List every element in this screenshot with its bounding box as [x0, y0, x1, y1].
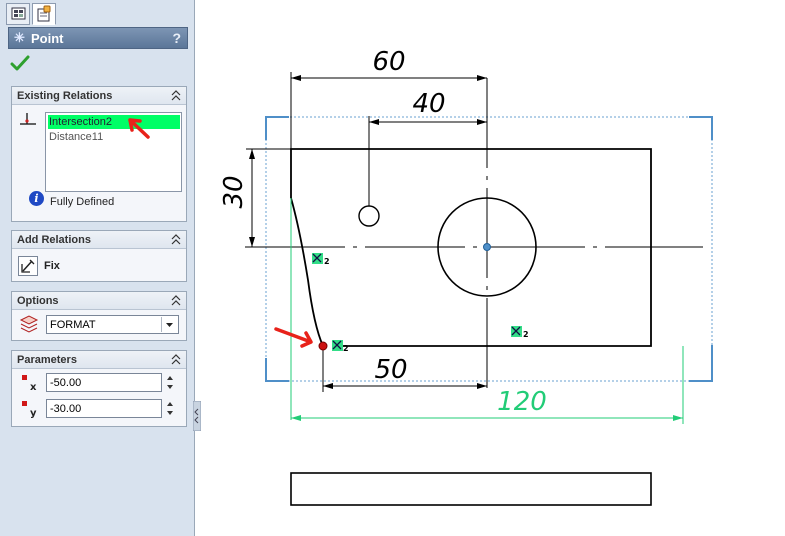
annotation-arrow-icon	[274, 327, 313, 348]
svg-text:2: 2	[324, 257, 330, 266]
property-manager-panel: ✳ Point ? Existing Relations Intersectio…	[0, 0, 195, 536]
existing-relations-list[interactable]: Intersection2 Distance11	[45, 112, 182, 192]
existing-relations-header[interactable]: Existing Relations	[12, 87, 186, 105]
parameters-title: Parameters	[17, 354, 77, 366]
layer-select-value: FORMAT	[50, 319, 96, 331]
chevron-down-icon[interactable]	[161, 317, 177, 332]
y-coordinate-input[interactable]: -30.00	[46, 399, 162, 418]
relation-item-distance[interactable]: Distance11	[49, 131, 104, 143]
dimension-30-text: 30	[219, 175, 249, 208]
dimension-60-text: 60	[372, 47, 405, 77]
add-relations-header[interactable]: Add Relations	[12, 231, 186, 249]
help-button[interactable]: ?	[172, 30, 181, 46]
large-circle[interactable]	[437, 197, 537, 297]
propertymanager-header: ✳ Point ?	[8, 27, 188, 49]
options-header[interactable]: Options	[12, 292, 186, 310]
featuremanager-tree-icon	[11, 7, 26, 20]
ok-checkmark-icon[interactable]	[10, 54, 30, 72]
sketch-spline[interactable]	[290, 197, 324, 347]
sketch-bounding-frame	[265, 116, 713, 382]
dimension-50-text: 50	[374, 355, 407, 385]
frame-corner-brackets	[265, 116, 713, 382]
info-icon: i	[29, 191, 44, 206]
parameters-groupbox: Parameters x -50.00 y -30.00	[11, 350, 187, 427]
x-coordinate-input[interactable]: -50.00	[46, 373, 162, 392]
selected-sketch-point[interactable]	[318, 341, 328, 351]
relation-marker[interactable]: 2	[312, 253, 330, 266]
y-axis-label: y	[30, 408, 37, 419]
dimension-50[interactable]: 50	[322, 346, 487, 392]
relation-marker[interactable]: 2	[332, 340, 349, 353]
point-asterisk-icon: ✳	[14, 30, 25, 45]
existing-relations-title: Existing Relations	[17, 90, 113, 102]
y-spin-arrows[interactable]	[164, 399, 176, 418]
circle-center-point[interactable]	[483, 243, 491, 251]
layers-icon	[19, 315, 39, 333]
collapse-chevron-icon[interactable]	[171, 295, 181, 306]
svg-text:2: 2	[523, 330, 529, 339]
options-title: Options	[17, 295, 59, 307]
lower-rectangle[interactable]	[290, 472, 652, 506]
propertymanager-icon	[37, 5, 51, 22]
dimension-40[interactable]: 40	[368, 89, 487, 206]
relation-marker[interactable]: 2	[511, 326, 529, 339]
y-coordinate-icon: y	[22, 401, 37, 419]
relation-perpendicular-icon	[20, 113, 36, 125]
dimension-120[interactable]: 120	[291, 346, 684, 424]
collapse-chevron-icon[interactable]	[171, 354, 181, 365]
annotation-arrow-icon	[128, 118, 150, 139]
add-relations-title: Add Relations	[17, 234, 91, 246]
status-text: Fully Defined	[50, 196, 115, 208]
relation-item-intersection[interactable]: Intersection2	[48, 115, 180, 129]
fix-anchor-icon	[21, 259, 35, 273]
svg-text:2: 2	[343, 344, 349, 353]
small-circle[interactable]	[358, 205, 380, 227]
layer-select[interactable]: FORMAT	[46, 315, 179, 334]
options-groupbox: Options FORMAT	[11, 291, 187, 341]
page-title: Point	[31, 31, 64, 46]
x-axis-label: x	[30, 382, 37, 393]
graphics-area[interactable]: 60 40 30 50 120 2 2 2	[195, 0, 785, 536]
panel-splitter-grip[interactable]	[193, 401, 201, 431]
dimension-40-text: 40	[412, 89, 445, 119]
fix-relation-button[interactable]	[18, 256, 38, 276]
tab-featuremanager[interactable]	[6, 3, 30, 25]
tab-propertymanager[interactable]	[32, 3, 56, 25]
dimension-60[interactable]: 60	[290, 47, 487, 149]
x-coordinate-icon: x	[22, 375, 37, 393]
collapse-chevron-icon[interactable]	[171, 90, 181, 101]
add-relations-groupbox: Add Relations Fix	[11, 230, 187, 282]
parameters-header[interactable]: Parameters	[12, 351, 186, 369]
sketch-rectangle[interactable]	[290, 148, 652, 347]
collapse-chevron-icon[interactable]	[171, 234, 181, 245]
dimension-30[interactable]: 30	[219, 148, 291, 247]
fix-label: Fix	[44, 260, 60, 272]
x-coordinate-value: -50.00	[50, 377, 82, 389]
x-spin-arrows[interactable]	[164, 373, 176, 392]
existing-relations-groupbox: Existing Relations Intersection2 Distanc…	[11, 86, 187, 222]
y-coordinate-value: -30.00	[50, 403, 82, 415]
dimension-120-text: 120	[497, 387, 547, 417]
